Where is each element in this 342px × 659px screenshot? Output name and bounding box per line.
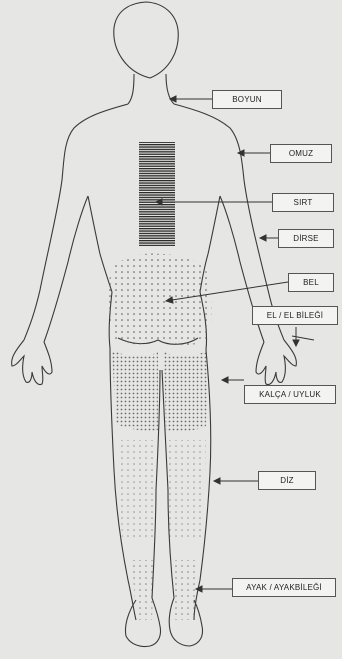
label-knee: DİZ xyxy=(258,471,316,490)
label-hip-thigh: KALÇA / UYLUK xyxy=(244,385,336,404)
label-foot-ankle: AYAK / AYAKBİLEĞİ xyxy=(232,578,336,597)
label-neck: BOYUN xyxy=(212,90,282,109)
ankle-dots xyxy=(132,560,196,620)
label-elbow: DİRSE xyxy=(278,229,334,248)
label-shoulder: OMUZ xyxy=(270,144,332,163)
neck-outline xyxy=(128,74,174,104)
left-hand-outline xyxy=(12,340,52,385)
label-lower-back: BEL xyxy=(288,273,334,292)
upper-back-hatch xyxy=(139,142,175,246)
head-outline xyxy=(114,2,178,78)
label-hand-wrist: EL / EL BİLEĞİ xyxy=(252,306,338,325)
right-hand-outline xyxy=(256,340,296,385)
knee-dots xyxy=(118,440,206,540)
label-back: SIRT xyxy=(272,193,334,212)
lower-back-dots xyxy=(108,254,211,346)
